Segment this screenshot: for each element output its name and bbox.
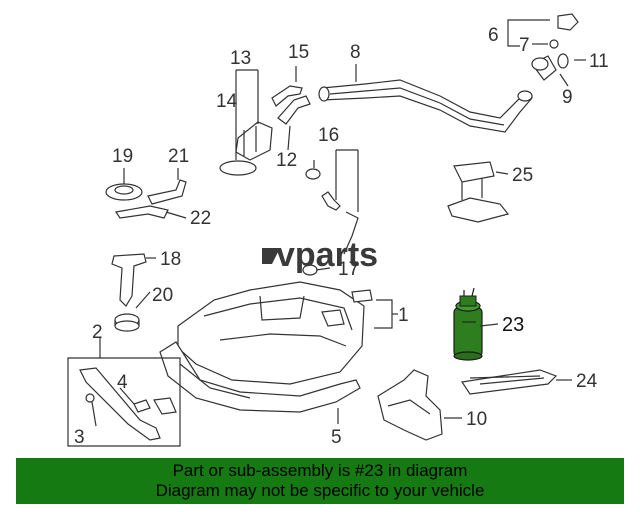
callout-25: 25 <box>512 165 533 186</box>
part-8-filler-pipe <box>318 79 533 133</box>
notice-banner: Part or sub-assembly is #23 in diagram D… <box>16 458 624 504</box>
callout-11: 11 <box>589 51 609 72</box>
watermark-text: vparts <box>276 236 378 274</box>
watermark-logo: vparts <box>262 236 378 274</box>
callout-20: 20 <box>152 285 173 306</box>
part-6-cap <box>557 13 579 31</box>
callout-4: 4 <box>117 372 128 393</box>
part-7-ring <box>549 39 559 49</box>
callout-24: 24 <box>576 371 598 392</box>
callout-1: 1 <box>398 305 409 326</box>
callout-18: 18 <box>160 249 181 270</box>
part-2-box <box>67 357 181 447</box>
part-9-hose <box>531 55 557 81</box>
part-20-ring <box>114 313 140 332</box>
parts-diagram: vparts 1 2 3 4 5 6 7 8 9 10 11 12 13 14 … <box>67 13 609 448</box>
notice-line-1: Part or sub-assembly is #23 in diagram <box>172 461 468 480</box>
callout-6: 6 <box>488 25 499 46</box>
part-16-vent-lines <box>305 168 359 255</box>
part-15-hose <box>271 85 303 107</box>
part-12-hose <box>277 95 311 125</box>
callout-10: 10 <box>466 409 487 430</box>
callout-21: 21 <box>168 146 189 167</box>
part-18-pump <box>111 253 147 307</box>
callout-19: 19 <box>112 146 133 167</box>
part-10-heat-shield <box>377 369 443 441</box>
callout-22: 22 <box>190 208 211 229</box>
part-1-fuel-tank <box>177 281 373 385</box>
part-24-filter <box>460 369 558 395</box>
callout-14: 14 <box>216 91 238 112</box>
part-19-ring <box>105 183 143 201</box>
part-25-sender <box>447 161 510 223</box>
callout-16: 16 <box>318 125 339 146</box>
callout-15: 15 <box>288 42 309 63</box>
part-22-strap <box>114 205 169 219</box>
callout-9: 9 <box>562 87 573 108</box>
part-23-fuel-pump <box>453 287 483 361</box>
part-11-gasket <box>557 53 569 69</box>
callout-2: 2 <box>92 322 103 343</box>
callout-5: 5 <box>331 427 342 448</box>
callout-17: 17 <box>338 259 359 280</box>
callout-13: 13 <box>230 48 251 69</box>
part-13-pump-bracket <box>219 121 273 176</box>
callout-8: 8 <box>350 42 361 63</box>
callout-3: 3 <box>74 427 85 448</box>
part-21-strap <box>147 179 187 205</box>
callout-12: 12 <box>276 150 297 171</box>
notice-line-2: Diagram may not be specific to your vehi… <box>155 481 485 500</box>
part-5-protector <box>159 341 361 413</box>
callout-7: 7 <box>519 35 530 56</box>
leader-lines <box>91 19 586 427</box>
callout-23: 23 <box>502 314 524 336</box>
